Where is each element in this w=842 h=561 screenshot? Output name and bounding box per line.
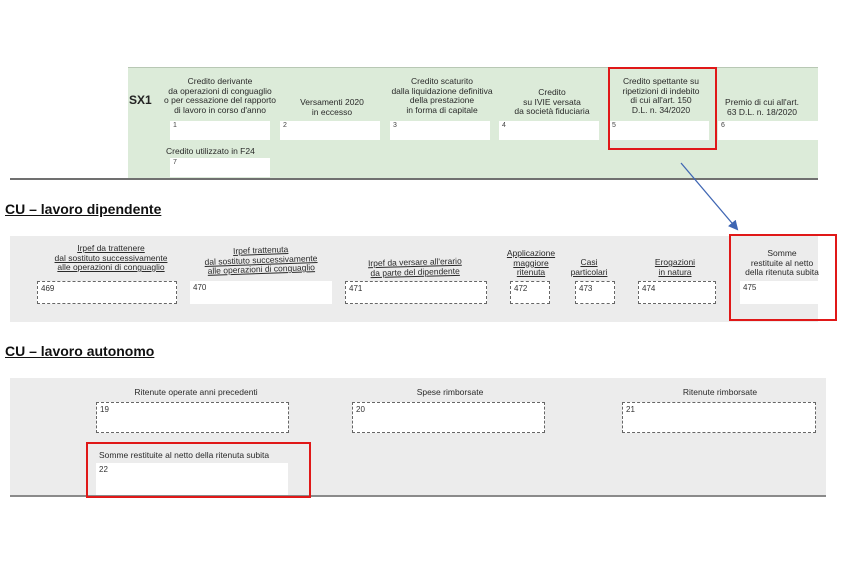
dip-label-473: Casi particolari: [570, 257, 608, 277]
dip-label-475: Somme restituite al netto della ritenuta…: [745, 248, 819, 277]
aut-field-19[interactable]: 19: [96, 402, 289, 433]
sx1-label-6: Premio di cui all'art. 63 D.L. n. 18/202…: [725, 97, 799, 117]
sx1-field-4[interactable]: 4: [499, 121, 599, 140]
sx1-label-5: Credito spettante su ripetizioni di inde…: [622, 76, 700, 115]
aut-label-19: Ritenute operate anni precedenti: [134, 387, 258, 397]
dip-field-471[interactable]: 471: [345, 281, 487, 304]
aut-label-21: Ritenute rimborsate: [682, 387, 758, 397]
dip-field-474[interactable]: 474: [638, 281, 716, 304]
sx1-left-strip: [10, 67, 128, 178]
aut-field-22-highlight: [86, 442, 311, 498]
dip-field-472[interactable]: 472: [510, 281, 550, 304]
dip-label-474: Erogazioni in natura: [654, 257, 696, 277]
sx1-field-2[interactable]: 2: [280, 121, 380, 140]
sx1-field-3[interactable]: 3: [390, 121, 490, 140]
sx1-field-5-highlight: [608, 67, 717, 150]
aut-label-20: Spese rimborsate: [416, 387, 484, 397]
sx1-field-6[interactable]: 6: [718, 121, 818, 140]
aut-field-22[interactable]: 22: [96, 463, 288, 495]
sx1-label-2: Versamenti 2020 in eccesso: [300, 97, 364, 117]
sx1-label-1: Credito derivante da operazioni di congu…: [164, 76, 276, 115]
sx1-label-7: Credito utilizzato in F24: [166, 146, 255, 156]
dipendente-panel: [10, 236, 818, 322]
autonomo-heading: CU – lavoro autonomo: [5, 343, 155, 359]
dip-field-470[interactable]: 470: [190, 281, 332, 304]
dip-field-469[interactable]: 469: [37, 281, 177, 304]
sx1-field-1[interactable]: 1: [170, 121, 270, 140]
dip-field-473[interactable]: 473: [575, 281, 615, 304]
aut-label-22: Somme restituite al netto della ritenuta…: [99, 450, 270, 460]
sx1-code: SX1: [129, 93, 152, 107]
dip-label-469: Irpef da trattenere dal sostituto succes…: [54, 243, 168, 272]
dip-field-475-highlight: [729, 234, 837, 321]
aut-field-21[interactable]: 21: [622, 402, 816, 433]
autonomo-panel-bottom-line: [10, 495, 826, 497]
dip-field-475[interactable]: 475: [740, 281, 818, 304]
sx1-panel-bottom-line: [10, 178, 818, 180]
sx1-field-7[interactable]: 7: [170, 158, 270, 177]
sx1-label-4: Credito su IVIE versata da società fiduc…: [514, 87, 590, 116]
aut-field-20[interactable]: 20: [352, 402, 545, 433]
sx1-label-3: Credito scaturito dalla liquidazione def…: [391, 76, 493, 115]
sx1-field-5[interactable]: 5: [609, 121, 709, 140]
dip-label-472: Applicazione maggiore ritenuta: [506, 248, 556, 277]
dipendente-heading: CU – lavoro dipendente: [5, 201, 162, 217]
